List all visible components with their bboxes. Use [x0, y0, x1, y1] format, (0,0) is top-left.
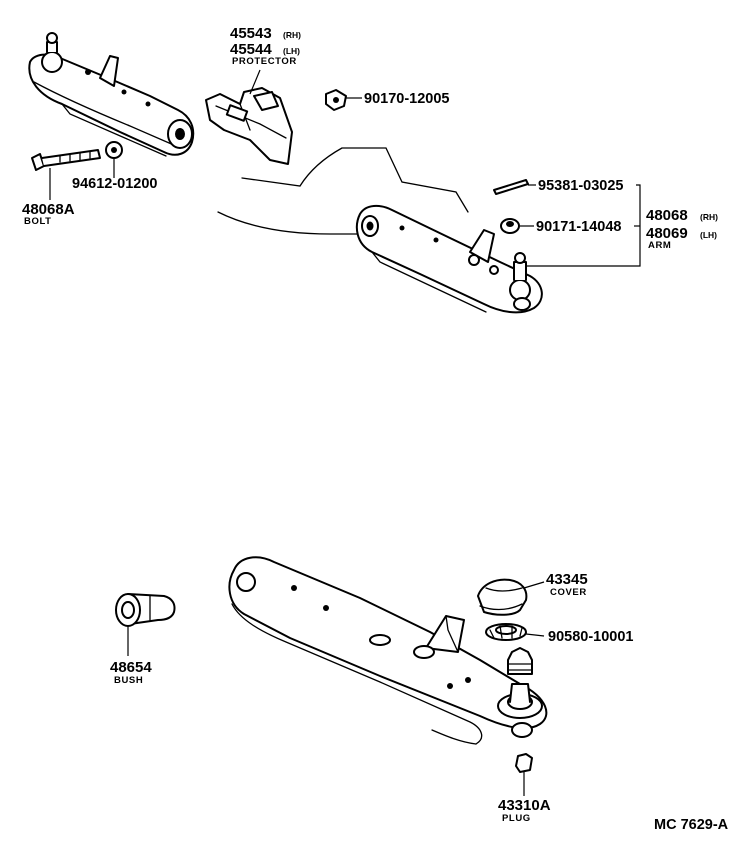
callout-cover: 43345 COVER	[546, 571, 588, 598]
nut-94612-01200	[105, 141, 123, 159]
callout-plug: 43310A PLUG	[498, 797, 551, 824]
bush-number: 48654	[110, 659, 152, 676]
callout-bolt: 48068A BOLT	[22, 201, 75, 227]
callout-protector: 45543 (RH) 45544 (LH) PROTECTOR	[230, 25, 301, 67]
cover-43345	[477, 578, 528, 616]
arm-rh-number: 48068	[646, 207, 688, 224]
protector-rh-number: 45543	[230, 25, 272, 42]
nut-90170-12005	[325, 89, 347, 111]
cover-number: 43345	[546, 571, 588, 588]
arm-lh-side: (LH)	[700, 230, 717, 240]
arm-lh-number: 48069	[646, 225, 688, 242]
bolt-48068A	[31, 149, 101, 171]
protector-lh-side: (LH)	[283, 46, 300, 56]
nut-bolt-number: 94612-01200	[72, 176, 157, 192]
protector-name: PROTECTOR	[232, 56, 297, 67]
castle-nut-90580-10001	[485, 623, 527, 641]
callout-bush: 48654 BUSH	[110, 659, 152, 686]
nut-ball-number: 90580-10001	[548, 629, 633, 645]
plug-name: PLUG	[502, 813, 531, 824]
plug-43310A	[515, 753, 533, 796]
protector-45543	[205, 87, 293, 165]
nut-arm-number: 90171-14048	[536, 219, 621, 235]
vehicle-body-outline	[217, 147, 469, 235]
bush-48654	[115, 593, 176, 656]
lower-arm-large	[228, 556, 548, 745]
bolt-number: 48068A	[22, 201, 75, 218]
pin-number: 95381-03025	[538, 178, 623, 194]
nut-top-number: 90170-12005	[364, 91, 449, 107]
figure-code: MC 7629-A	[654, 817, 729, 833]
bush-name: BUSH	[114, 675, 143, 686]
plug-number: 43310A	[498, 797, 551, 814]
arm-name: ARM	[648, 240, 671, 251]
cotter-pin-95381-03025	[493, 179, 529, 195]
lower-arm-48068	[355, 204, 543, 314]
arm-rh-side: (RH)	[700, 212, 718, 222]
protector-lh-number: 45544	[230, 41, 272, 58]
cover-name: COVER	[550, 587, 587, 598]
lower-arm-top-left	[28, 32, 195, 157]
callout-arm: 48068 (RH) 48069 (LH) ARM	[646, 207, 718, 251]
nut-90171-14048	[500, 218, 520, 234]
bolt-name: BOLT	[24, 216, 52, 227]
protector-rh-side: (RH)	[283, 30, 301, 40]
